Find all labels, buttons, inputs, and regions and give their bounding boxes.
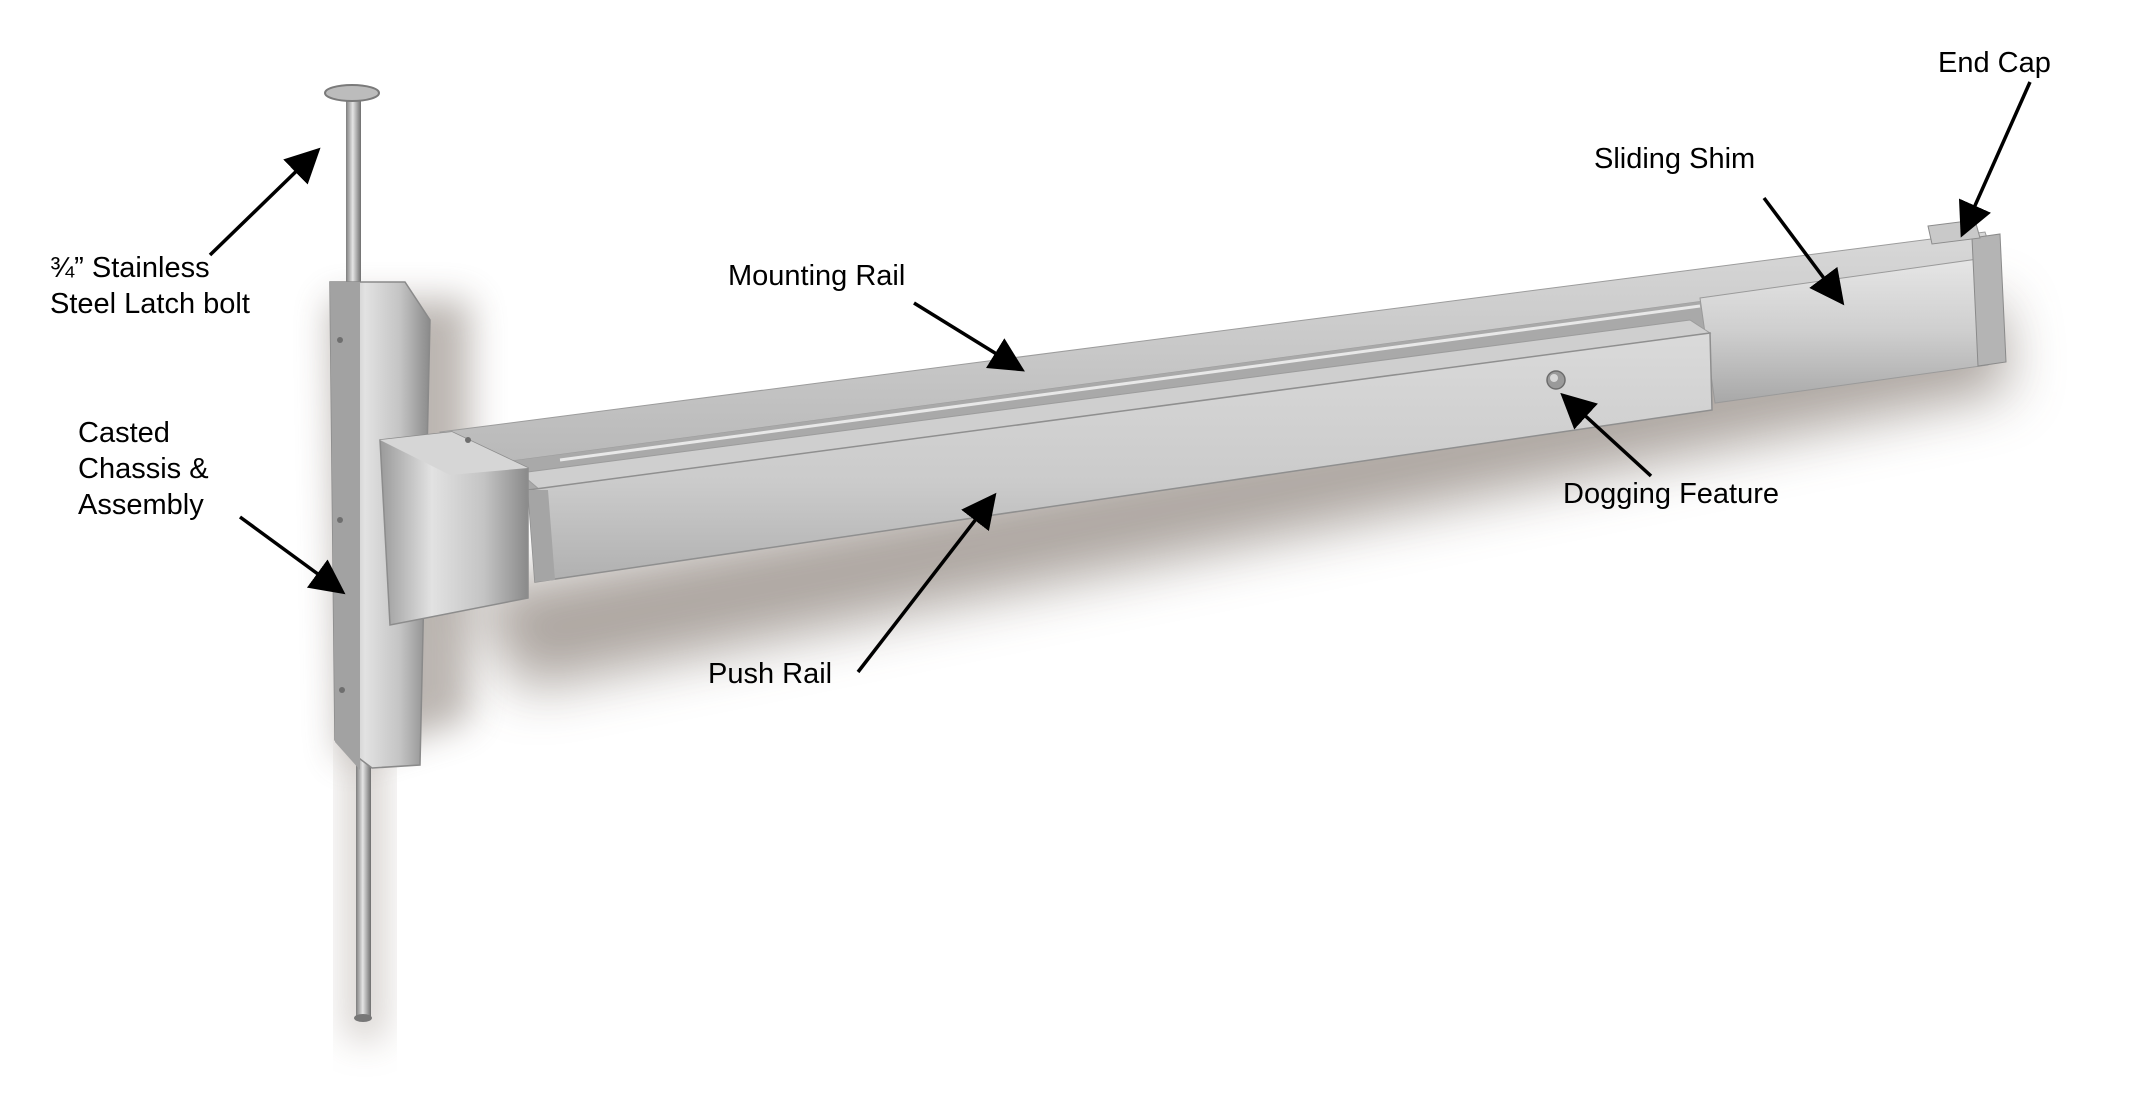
label-dogging-feature: Dogging Feature <box>1563 478 1780 510</box>
latch-bolt-rod <box>324 84 380 1022</box>
label-mounting-rail: Mounting Rail <box>728 260 906 292</box>
arrow-sliding-shim <box>1762 196 1845 306</box>
arrow-dogging-feature <box>1560 392 1653 478</box>
arrow-chassis <box>238 515 346 595</box>
label-sliding-shim: Sliding Shim <box>1594 143 1756 175</box>
arrow-end-cap <box>1958 81 2032 238</box>
label-latch-bolt: ¾” Stainless Steel Latch bolt <box>50 252 250 320</box>
arrow-mounting-rail <box>913 301 1025 372</box>
label-end-cap: End Cap <box>1938 47 2051 79</box>
end-cap <box>1927 219 2007 367</box>
label-casted-chassis: Casted Chassis & Assembly <box>78 417 209 521</box>
label-push-rail: Push Rail <box>708 658 833 690</box>
push-rail <box>518 319 1713 583</box>
casted-chassis <box>329 281 529 770</box>
dogging-pin <box>1546 370 1566 390</box>
arrow-latch-bolt <box>208 147 321 257</box>
callout-arrows <box>208 81 2032 674</box>
arrow-push-rail <box>856 492 997 674</box>
